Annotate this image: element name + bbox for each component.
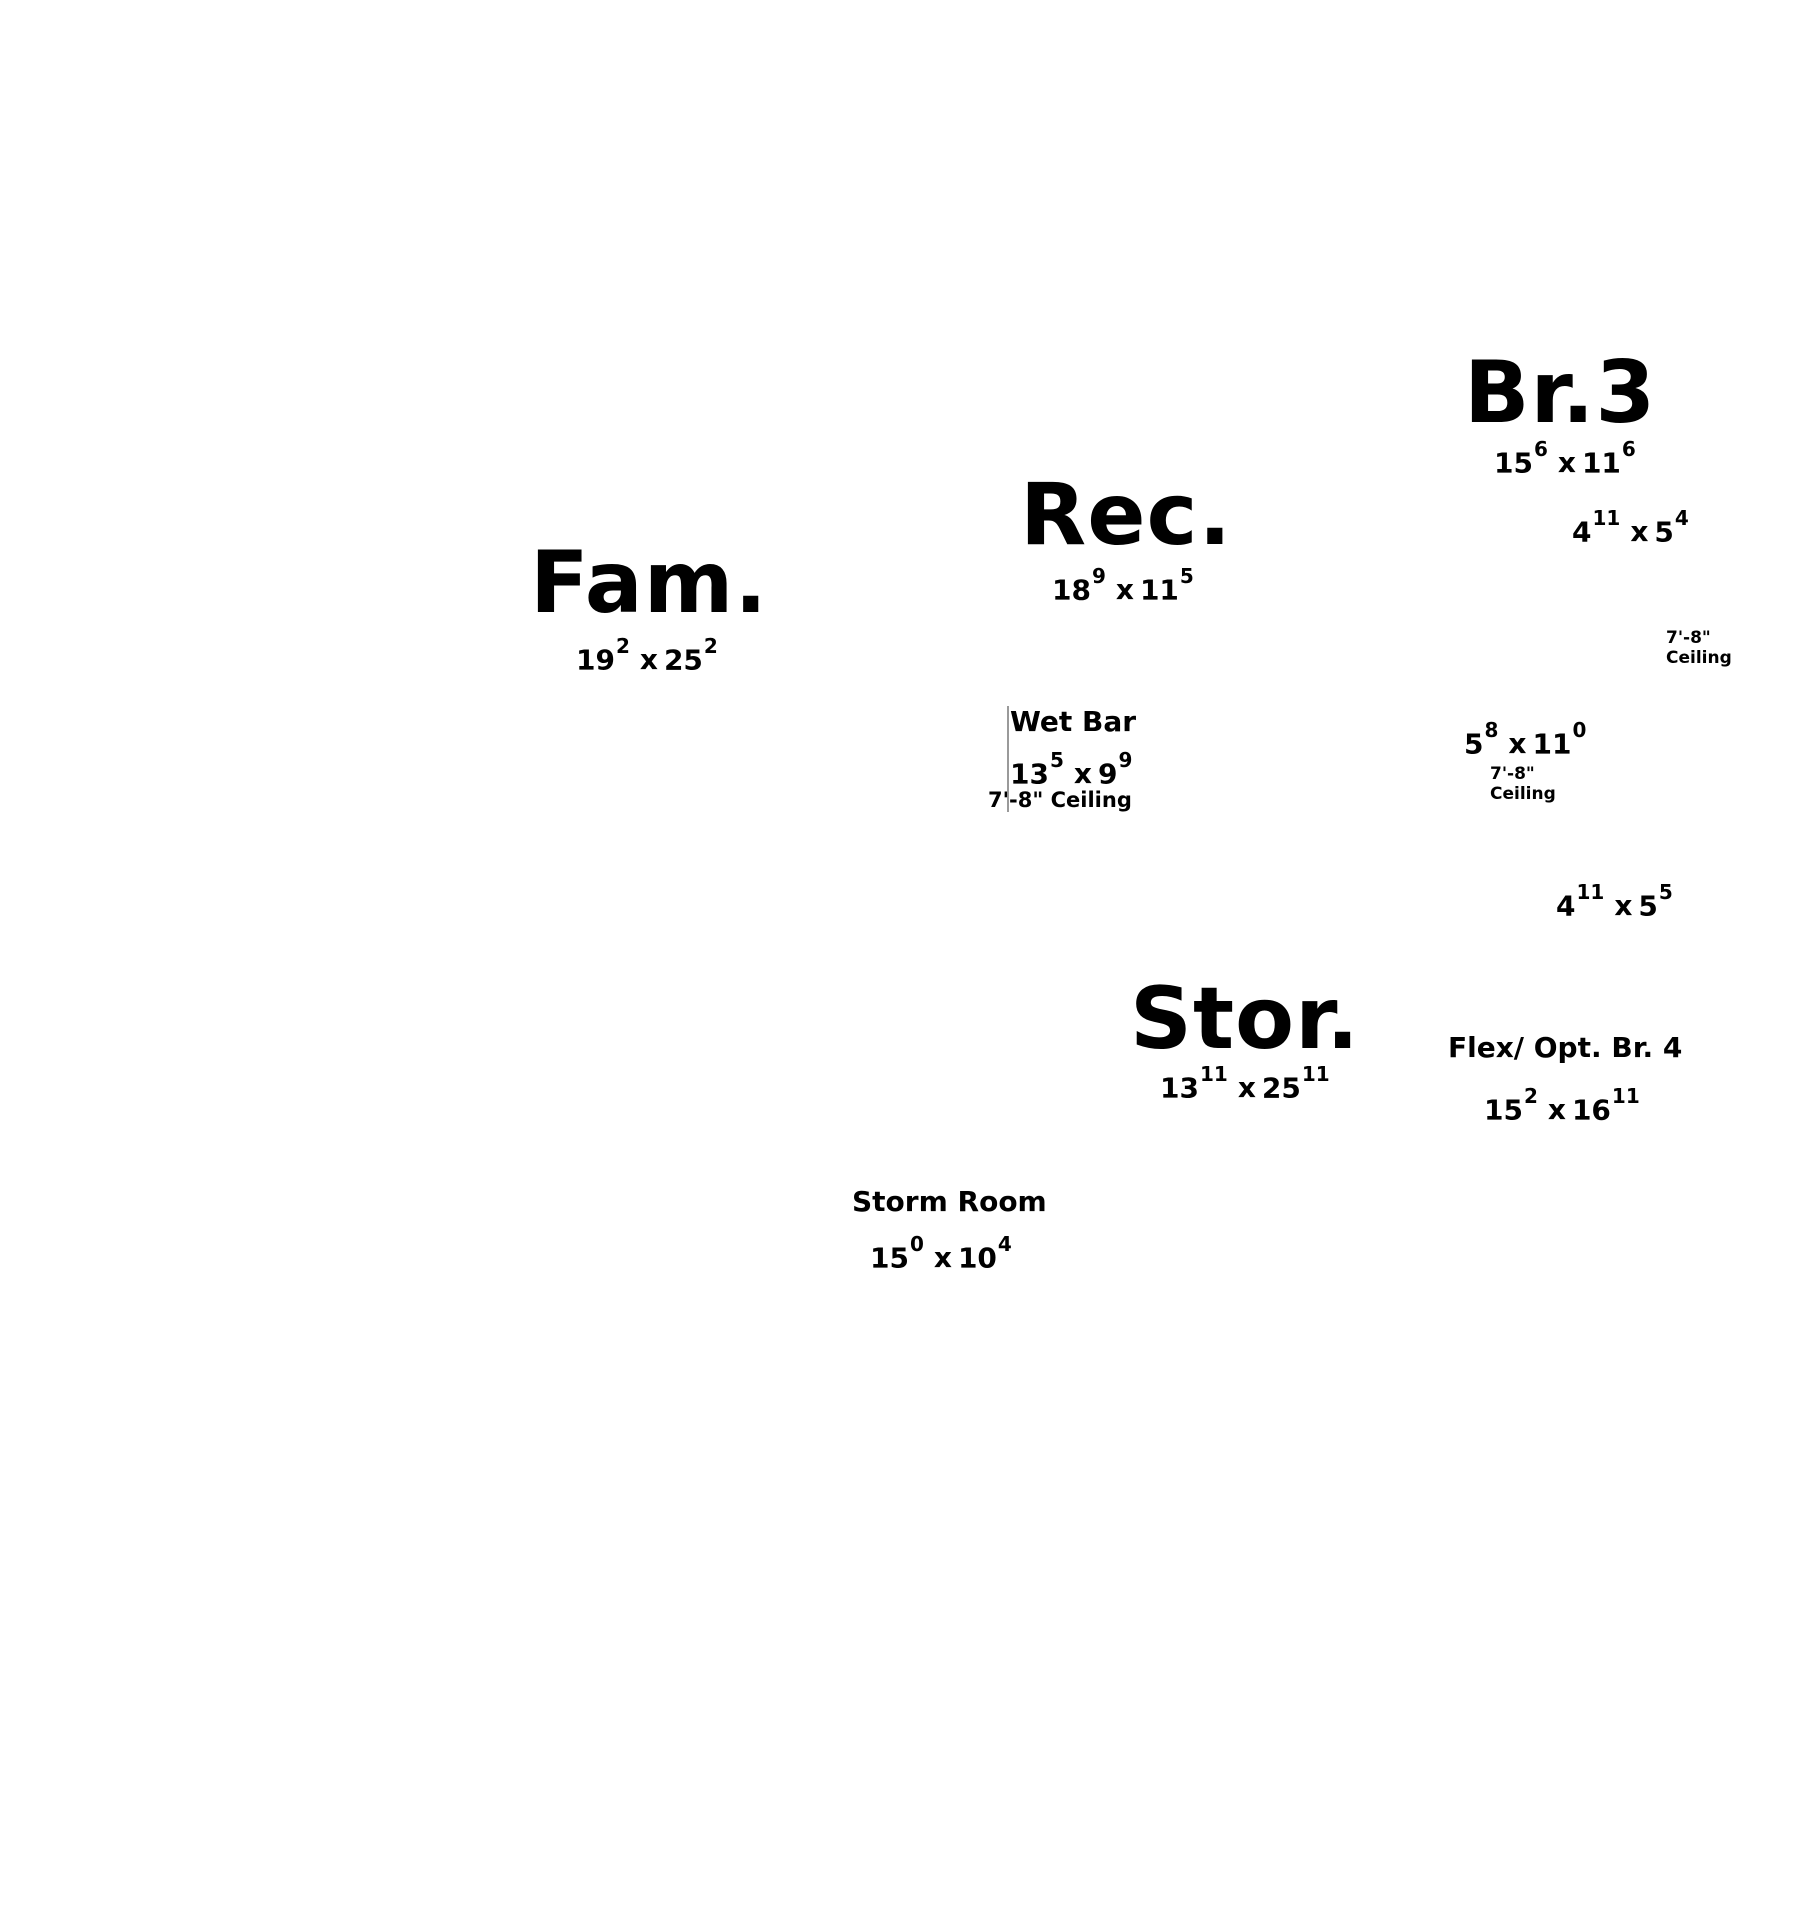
wet-bar-wall-line: [1007, 706, 1009, 812]
ceiling-note-bath: 7'-8" Ceiling: [1490, 764, 1556, 805]
room-name-stor: Stor.: [1130, 969, 1360, 1069]
room-name-br3: Br.3: [1464, 343, 1657, 443]
ceiling-note-wet-bar: 7'-8" Ceiling: [988, 788, 1132, 812]
room-name-wet-bar: Wet Bar: [1010, 705, 1137, 738]
ceiling-note-br3: 7'-8" Ceiling: [1666, 628, 1732, 669]
room-name-flex: Flex/ Opt. Br. 4: [1448, 1031, 1683, 1064]
room-name-fam: Fam.: [530, 533, 769, 633]
room-name-rec: Rec.: [1020, 465, 1233, 565]
room-name-storm-room: Storm Room: [852, 1185, 1047, 1218]
